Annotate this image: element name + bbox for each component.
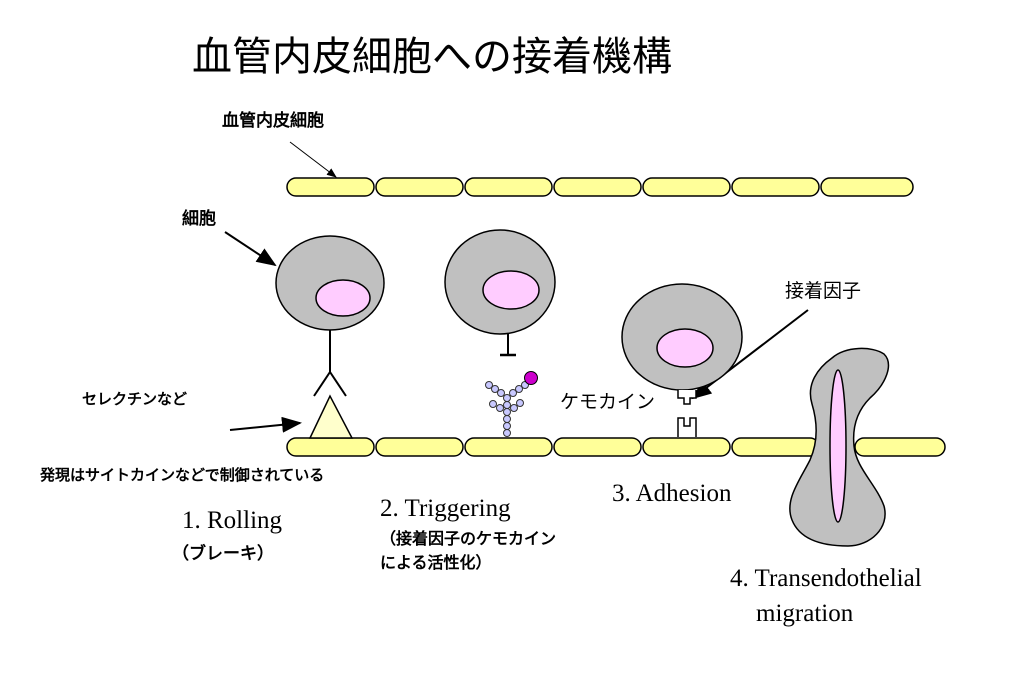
- cell-nucleus: [656, 328, 714, 368]
- rolling-step-label: 1. Rolling: [182, 507, 283, 534]
- selectin-pointer-arrow: [229, 416, 302, 433]
- cell-pointer-arrow: [224, 231, 277, 267]
- migrating-cell-nucleus: [829, 369, 847, 523]
- adhesion-molecule-lower: [677, 417, 697, 437]
- endothelial-pointer-arrow: [289, 141, 337, 178]
- top-endothelial-layer: [286, 177, 914, 197]
- cell-label: 細胞: [182, 209, 216, 229]
- endothelial-segment: [642, 177, 731, 197]
- endothelial-segment: [464, 177, 553, 197]
- cell-nucleus: [482, 270, 540, 310]
- page-title: 血管内皮細胞への接着機構: [192, 34, 672, 80]
- endothelial-segment: [553, 177, 642, 197]
- endothelial-segment: [642, 437, 731, 457]
- adhesion-molecule-upper: [677, 390, 697, 405]
- migration-step-label-line1: 4. Transendothelial: [730, 565, 922, 592]
- endothelial-segment: [820, 177, 914, 197]
- rolling-cell: [275, 235, 385, 439]
- bottom-endothelial-layer: [286, 437, 946, 457]
- adhesion-factor-label: 接着因子: [785, 281, 862, 302]
- selectin-triangle: [308, 394, 354, 439]
- migration-step-label-line2: migration: [756, 600, 854, 627]
- migrating-cell: [789, 347, 890, 547]
- chemokine-label: ケモカイン: [560, 392, 656, 413]
- endothelial-segment: [286, 177, 375, 197]
- endothelial-segment: [854, 437, 946, 457]
- endothelial-segment: [286, 437, 375, 457]
- endothelial-segment: [553, 437, 642, 457]
- expression-note: 発現はサイトカインなどで制御されている: [40, 466, 325, 484]
- endothelial-label: 血管内皮細胞: [222, 111, 324, 131]
- triggering-step-sub2: による活性化）: [380, 553, 492, 572]
- rolling-step-sub: （ブレーキ）: [172, 544, 274, 564]
- endothelial-segment: [464, 437, 553, 457]
- endothelial-segment: [375, 437, 464, 457]
- chemokine-molecule: [485, 371, 538, 437]
- endothelial-segment: [375, 177, 464, 197]
- adhesion-cell: [621, 283, 743, 437]
- selectin-ligand-fork: [313, 370, 347, 397]
- cell-nucleus: [315, 279, 371, 317]
- selectin-label: セレクチンなど: [82, 390, 188, 408]
- chemokine-head: [524, 371, 538, 385]
- endothelial-segment: [731, 177, 820, 197]
- triggering-step-sub1: （接着因子のケモカイン: [380, 529, 557, 548]
- endothelial-segment: [731, 437, 820, 457]
- triggering-step-label: 2. Triggering: [380, 495, 511, 522]
- adhesion-step-label: 3. Adhesion: [612, 480, 732, 507]
- triggering-cell: [444, 229, 556, 437]
